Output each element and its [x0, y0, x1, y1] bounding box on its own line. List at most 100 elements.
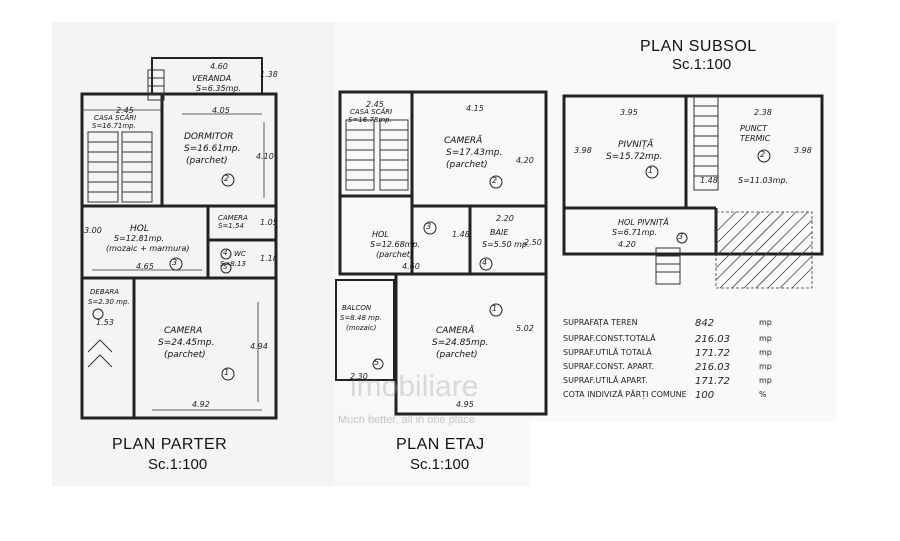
room-etaj-stairs-area: S=16.78mp. — [348, 116, 392, 124]
summary-value: 216.03 — [695, 334, 730, 345]
room-pivnita-area: S=15.72mp. — [606, 152, 663, 162]
room-punct-termic-name: PUNCT TERMIC — [740, 124, 771, 143]
etaj-balcon-dim: 2.30 — [350, 372, 368, 381]
etaj-hol-dim-side: 1.48 — [452, 230, 470, 239]
summary-label: SUPRAF.UTILĂ TOTALĂ — [563, 348, 652, 357]
etaj-baie-dim-side: 2.50 — [524, 238, 542, 247]
summary-row: SUPRAF.UTILĂ APART. 171.72 mp — [563, 376, 772, 387]
summary-value: 171.72 — [695, 376, 730, 387]
room-punct-termic-area: S=11.03mp. — [738, 176, 789, 185]
subsol-stair-dim: 1.48 — [700, 176, 718, 185]
room-etaj-balcon-area: S=8.48 mp. — [340, 314, 382, 322]
stair-dim: 2.45 — [116, 106, 134, 115]
room-debara-area: S=2.30 mp. — [88, 298, 130, 306]
hol-dim-bottom: 4.65 — [136, 262, 154, 271]
summary-label: SUPRAFAȚA TEREN — [563, 318, 638, 327]
room-etaj-camera2-finish: (parchet) — [446, 160, 488, 170]
room-etaj-baie-num: 4 — [482, 258, 488, 267]
summary-label: SUPRAF.CONST. APART. — [563, 362, 655, 371]
plan-parter-title: PLAN PARTER — [112, 436, 228, 453]
room-camara-name: CAMERA — [218, 214, 248, 222]
room-etaj-hol-area: S=12.68mp. — [370, 240, 421, 249]
room-dormitor-num: 2 — [224, 174, 230, 183]
summary-unit: mp — [759, 376, 772, 385]
plan-etaj-scale: Sc.1:100 — [410, 456, 470, 473]
summary-unit: mp — [759, 334, 772, 343]
plan-subsol-sheet — [530, 22, 836, 422]
room-etaj-hol-finish: (parchet) — [376, 250, 414, 259]
room-veranda-name: VERANDA — [192, 74, 232, 83]
room-etaj-camera1-finish: (parchet) — [436, 350, 478, 360]
etaj-hol-dim-bottom: 4.60 — [402, 262, 420, 271]
plan-subsol-scale: Sc.1:100 — [672, 56, 732, 73]
plan-parter-scale: Sc.1:100 — [148, 456, 208, 473]
summary-unit: % — [759, 390, 767, 399]
etaj-camera2-dim-side: 4.20 — [516, 156, 534, 165]
summary-label: SUPRAF.CONST.TOTALĂ — [563, 334, 656, 343]
room-etaj-balcon-name: BALCON — [342, 304, 372, 312]
etaj-camera1-dim-side: 5.02 — [516, 324, 534, 333]
room-camara-area: S=1.54 — [218, 222, 244, 230]
etaj-camera1-dim-bottom: 4.95 — [456, 400, 474, 409]
summary-row: SUPRAFAȚA TEREN 842 mp — [563, 318, 772, 329]
room-hol-finish: (mozaic + marmura) — [106, 244, 190, 253]
plan-etaj-title: PLAN ETAJ — [396, 436, 485, 453]
room-stairs-name: CASA SCĂRI — [94, 114, 137, 122]
summary-unit: mp — [759, 318, 772, 327]
room-etaj-camera2-num: 2 — [492, 176, 498, 185]
room-etaj-balcon-finish: (mozaic) — [346, 324, 377, 332]
room-etaj-stairs-name: CASA SCĂRI — [350, 108, 393, 116]
room-dormitor-area: S=16.61mp. — [184, 144, 241, 154]
room-hol-pivnita-area: S=6.71mp. — [612, 228, 658, 237]
summary-unit: mp — [759, 362, 772, 371]
veranda-dim-side: 1.38 — [260, 70, 278, 79]
plan-parter-sheet: 4.60 VERANDA S=6.35mp. 1.38 2.45 CASA SC… — [52, 22, 334, 486]
summary-row: COTA INDIVIZĂ PĂRȚI COMUNE 100 % — [563, 390, 767, 401]
summary-row: SUPRAF.CONST. APART. 216.03 mp — [563, 362, 772, 373]
room-punct-termic-num: 2 — [760, 150, 766, 159]
room-wc-area: S=8.13 — [220, 260, 246, 268]
hol-dim-side: 3.00 — [84, 226, 102, 235]
camera-dim-side: 4.94 — [250, 342, 268, 351]
room-dormitor-finish: (parchet) — [186, 156, 228, 166]
dormitor-dim-top: 4.05 — [212, 106, 230, 115]
room-etaj-camera1-num: 1 — [492, 304, 498, 313]
watermark-tagline: Much better, all in one place — [338, 414, 475, 426]
veranda-dim-top: 4.60 — [210, 62, 228, 71]
wc-dim-side: 1.18 — [260, 254, 278, 263]
summary-row: SUPRAF.UTILĂ TOTALĂ 171.72 mp — [563, 348, 772, 359]
summary-label: SUPRAF.UTILĂ APART. — [563, 376, 648, 385]
summary-value: 842 — [695, 318, 715, 329]
room-etaj-camera2-name: CAMERĂ — [444, 136, 483, 146]
room-wc-num: 5 — [223, 263, 228, 271]
summary-value: 216.03 — [695, 362, 730, 373]
summary-label: COTA INDIVIZĂ PĂRȚI COMUNE — [563, 390, 687, 399]
etaj-camera2-dim-top: 4.15 — [466, 104, 484, 113]
room-etaj-camera1-name: CAMERĂ — [436, 326, 475, 336]
room-wc-name: WC — [234, 250, 246, 258]
room-camera-name: CAMERA — [164, 326, 203, 336]
room-debara-name: DEBARA — [90, 288, 120, 296]
subsol-pivnita-dim-side: 3.98 — [574, 146, 592, 155]
room-camera-finish: (parchet) — [164, 350, 206, 360]
room-dormitor-name: DORMITOR — [184, 132, 234, 142]
watermark-brand: imobiliare — [350, 370, 479, 403]
plan-etaj-sheet — [334, 22, 530, 486]
room-etaj-baie-area: S=5.50 mp. — [482, 240, 530, 249]
summary-unit: mp — [759, 348, 772, 357]
room-hol-area: S=12.81mp. — [114, 234, 165, 243]
room-etaj-hol-num: 3 — [426, 222, 432, 231]
camara-dim-side: 1.05 — [260, 218, 278, 227]
subsol-pivnita-dim-top: 3.95 — [620, 108, 638, 117]
subsol-punct-dim-top: 2.38 — [754, 108, 772, 117]
room-stairs-area: S=16.71mp. — [92, 122, 136, 130]
room-etaj-camera1-area: S=24.85mp. — [432, 338, 489, 348]
room-hol-pivnita-num: 3 — [678, 232, 684, 241]
plan-parter-drawing — [80, 57, 278, 420]
debara-dim: 1.53 — [96, 318, 114, 327]
room-camera-num: 1 — [224, 368, 230, 377]
room-hol-pivnita-name: HOL PIVNIȚĂ — [618, 218, 669, 227]
camera-dim-bottom: 4.92 — [192, 400, 210, 409]
room-etaj-baie-name: BAIE — [490, 228, 509, 237]
